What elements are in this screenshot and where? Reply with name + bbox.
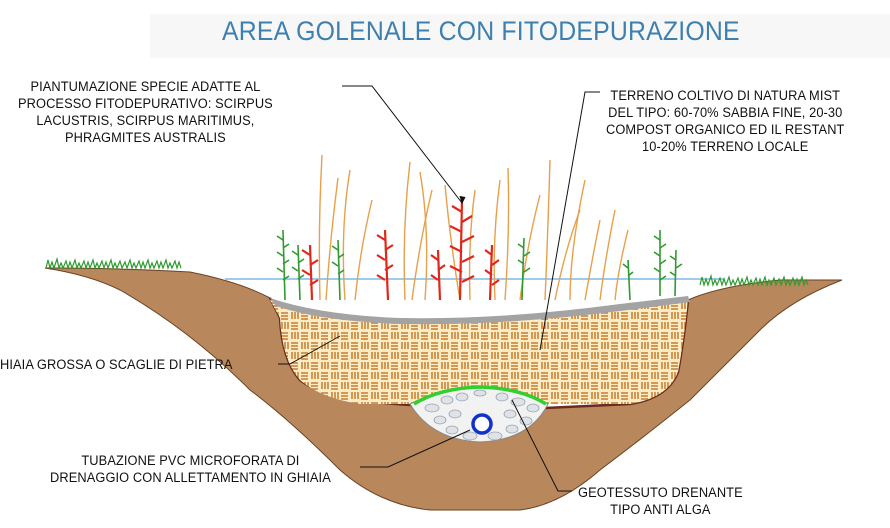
red-plants [301,199,500,301]
title-bar [150,14,890,58]
leader-lines [278,85,600,492]
pebbles [424,389,540,441]
label-geotextile: GEOTESSUTO DRENANTE TIPO ANTI ALGA [578,485,743,517]
drain-pipe [471,413,493,435]
label-soil: TERRENO COLTIVO DI NATURA MIST DEL TIPO:… [606,88,845,154]
reeds [318,154,629,301]
label-plants: PIANTUMAZIONE SPECIE ADATTE AL PROCESSO … [18,79,273,145]
diagram-title: AREA GOLENALE CON FITODEPURAZIONE [222,16,740,46]
label-pipe: TUBAZIONE PVC MICROFORATA DI DRENAGGIO C… [50,453,331,485]
geotextile-line [413,385,547,406]
green-plants [276,229,683,301]
label-gravel: HIAIA GROSSA O SCAGLIE DI PIETRA [0,357,233,372]
grass [45,256,809,288]
gray-surface-layer [270,296,690,325]
